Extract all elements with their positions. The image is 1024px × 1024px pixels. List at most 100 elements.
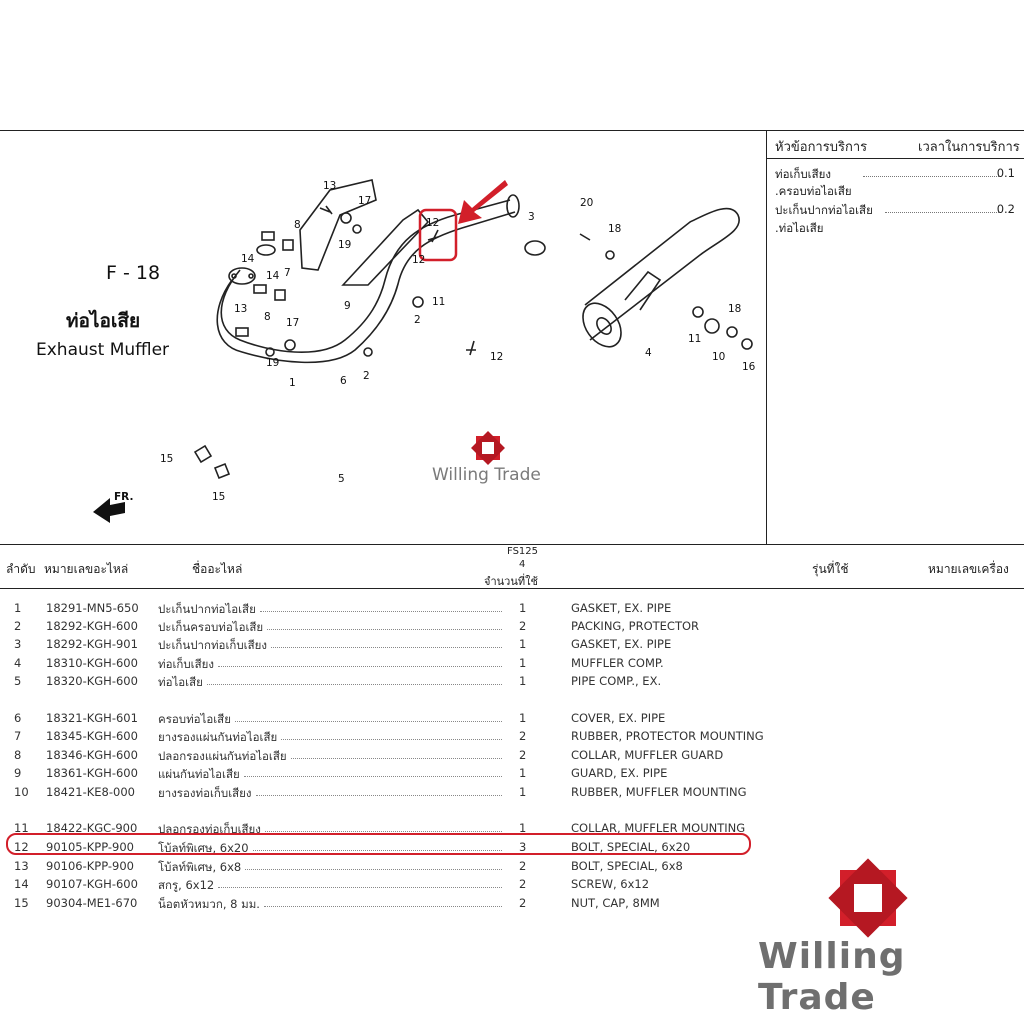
- row-qty: 2: [519, 748, 527, 762]
- row-leader-dots: [244, 775, 502, 777]
- row-name-en: MUFFLER COMP.: [571, 656, 664, 670]
- row-part-no: 18292-KGH-600: [46, 619, 138, 633]
- row-name-en: GASKET, EX. PIPE: [571, 637, 672, 651]
- callout-12-low: 12: [490, 351, 503, 363]
- row-leader-dots: [245, 868, 502, 870]
- row-name-en: BOLT, SPECIAL, 6x20: [571, 840, 691, 854]
- row-part-no: 90106-KPP-900: [46, 859, 134, 873]
- diagram-drawing: 13 17 8 19 12 3 20 18 14 7 12 14 9 11 13…: [93, 179, 756, 523]
- row-name-th: สกรู, 6x12: [158, 878, 215, 892]
- heat-shield: [341, 208, 430, 286]
- callout-17-top: 17: [358, 195, 371, 207]
- row-no: 15: [14, 896, 29, 910]
- service-time: 0.2: [996, 202, 1015, 216]
- row-name-th: ท่อไอเสีย: [158, 675, 203, 689]
- row-leader-dots: [281, 738, 502, 740]
- row-name-th: ครอบท่อไอเสีย: [158, 712, 231, 726]
- service-item: .ท่อไอเสีย: [775, 221, 824, 235]
- row-part-no: 18346-KGH-600: [46, 748, 138, 762]
- row-leader-dots: [256, 794, 502, 796]
- exhaust-pipe-outline: [220, 199, 511, 353]
- row-name-th: แผ่นกันท่อไอเสีย: [158, 767, 240, 781]
- callout-14-low: 14: [266, 270, 280, 282]
- row-part-no: 90304-ME1-670: [46, 896, 138, 910]
- row-name-en: NUT, CAP, 8MM: [571, 896, 660, 910]
- row-part-no: 18310-KGH-600: [46, 656, 138, 670]
- row-leader-dots: [260, 610, 502, 612]
- exploded-diagram: 13 17 8 19 12 3 20 18 14 7 12 14 9 11 13…: [0, 130, 766, 544]
- row-name-en: GUARD, EX. PIPE: [571, 766, 668, 780]
- service-row: ปะเก็นปากท่อไอเสีย 0.2: [775, 202, 1019, 220]
- row-no: 12: [14, 840, 29, 854]
- header-part-no: หมายเลขอะไหล่: [44, 562, 129, 576]
- row-qty: 2: [519, 729, 527, 743]
- callout-14-top: 14: [241, 253, 255, 265]
- row-part-no: 90105-KPP-900: [46, 840, 134, 854]
- row-leader-dots: [265, 830, 502, 832]
- table-header-line: [0, 588, 1024, 589]
- row-name-en: SCREW, 6x12: [571, 877, 650, 891]
- row-name-th: ปะเก็นปากท่อไอเสีย: [158, 602, 256, 616]
- row-name-en: BOLT, SPECIAL, 6x8: [571, 859, 683, 873]
- row-name-th: ปะเก็นครอบท่อไอเสีย: [158, 620, 264, 634]
- service-header-line: [766, 158, 1024, 159]
- row-qty: 1: [519, 637, 527, 651]
- highlight-arrow-icon: [458, 180, 508, 224]
- callout-20: 20: [580, 197, 593, 209]
- service-item: ปะเก็นปากท่อไอเสีย: [775, 203, 873, 217]
- figure-code: F - 18: [106, 262, 161, 284]
- callout-12-highlight: 12: [426, 217, 439, 229]
- gasket-part-3: [524, 240, 546, 256]
- front-label: FR.: [114, 491, 133, 503]
- row-qty: 1: [519, 785, 527, 799]
- guard-bracket: [299, 179, 377, 271]
- row-part-no: 18361-KGH-600: [46, 766, 138, 780]
- callout-18-top: 18: [608, 223, 621, 235]
- figure-title-en: Exhaust Muffler: [36, 340, 170, 360]
- header-model: FS125: [507, 546, 539, 557]
- row-part-no: 18421-KE8-000: [46, 785, 135, 799]
- service-time: 0.1: [996, 166, 1015, 180]
- row-name-th: ท่อเก็บเสียง: [158, 657, 214, 671]
- highlight-row-box: [6, 833, 751, 855]
- row-name-en: PACKING, PROTECTOR: [571, 619, 700, 633]
- row-part-no: 18422-KGC-900: [46, 821, 138, 835]
- watermark-text-large: Willing Trade: [758, 936, 906, 1018]
- row-qty: 1: [519, 711, 527, 725]
- row-qty: 1: [519, 656, 527, 670]
- callout-8-low: 8: [264, 311, 271, 323]
- header-model-sub: 4: [519, 559, 526, 570]
- row-name-en: GASKET, EX. PIPE: [571, 601, 672, 615]
- row-name-en: PIPE COMP., EX.: [571, 674, 662, 688]
- callout-10: 10: [712, 351, 725, 363]
- gasket-part-1: [256, 244, 276, 256]
- row-name-th: โบ้ลท์พิเศษ, 6x8: [158, 860, 242, 874]
- row-name-en: COLLAR, MUFFLER MOUNTING: [571, 821, 746, 835]
- row-no: 7: [14, 729, 22, 743]
- row-qty: 2: [519, 896, 527, 910]
- callout-19-top: 19: [338, 239, 351, 251]
- row-no: 2: [14, 619, 22, 633]
- row-name-th: ปะเก็นปากท่อเก็บเสียง: [158, 638, 267, 652]
- callout-17-low: 17: [286, 317, 299, 329]
- row-name-th: ยางรองแผ่นกันท่อไอเสีย: [158, 730, 278, 744]
- row-qty: 1: [519, 821, 527, 835]
- row-no: 10: [14, 785, 29, 799]
- service-row: .ครอบท่อไอเสีย: [775, 183, 1019, 201]
- row-no: 1: [14, 601, 22, 615]
- row-leader-dots: [271, 646, 502, 648]
- header-no: ลำดับ: [6, 562, 36, 576]
- row-part-no: 18320-KGH-600: [46, 674, 138, 688]
- callout-2-top: 2: [414, 314, 421, 326]
- row-part-no: 18321-KGH-601: [46, 711, 138, 725]
- callout-8-top: 8: [294, 219, 301, 231]
- callout-15-low: 15: [212, 491, 225, 503]
